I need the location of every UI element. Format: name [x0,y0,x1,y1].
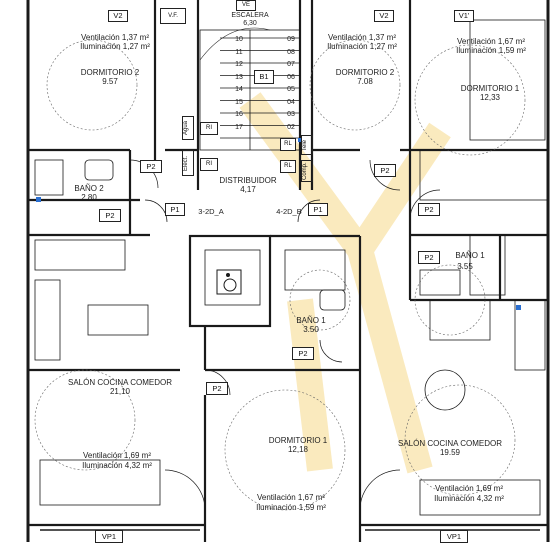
unit-right-label: 4-2D_B [276,207,302,216]
stair-step-number: 12 [235,61,243,68]
staircase [199,27,301,151]
agua-label: Agua [182,116,194,140]
dorm2a-name: DORMITORIO 2 [80,68,140,77]
exterior-walls [26,0,550,542]
salon-a-name: SALÓN COCINA COMEDOR [67,378,172,387]
salon-a-vent: Ventilación 1,69 m² [82,451,152,460]
bano2-area: 2.80 [81,193,97,202]
distribuidor-area: 4,17 [240,185,256,194]
rl-label-1: RL [280,138,296,151]
distribuidor-name: DISTRIBUIDOR [219,176,277,185]
bano1a-area: 3.50 [303,325,319,334]
comp-label: Comp. [301,160,313,182]
bano2-name: BAÑO 2 [74,184,104,193]
dorm2a-ilum: Iluminación 1,27 m² [80,42,150,51]
dorm1b-area: 12,33 [479,93,501,102]
stair-area: 6,30 [243,20,257,27]
dorm2a-vent: Ventilación 1,37 m² [80,33,150,42]
stair-step-number: 17 [235,123,243,131]
dorm2b-area: 7.08 [357,77,373,86]
salon-a-ilum: Iluminación 4,32 m² [82,461,152,470]
dorm2a-area: 9.57 [102,77,118,86]
furniture [34,19,549,516]
door-tag-p2-2: P2 [99,209,121,222]
dorm1b-name: DORMITORIO 1 [460,84,520,93]
window-tag-v2-1: V2 [108,10,128,22]
dorm1a-name: DORMITORIO 1 [268,436,328,445]
stair-step-number: 10 [235,36,243,43]
dorm1a-area: 12,18 [287,445,309,454]
elect-label: Elect. [182,150,194,176]
door-tag-p2-6: P2 [292,347,314,360]
door-swings [129,159,441,511]
door-tag-p2-7: P2 [206,382,228,395]
dorm1a-vent: Ventilación 1,67 m² [256,493,326,502]
window-tag-v1: V1' [454,10,474,22]
dorm1a-ilum: Iluminación 1,59 m² [256,503,326,512]
stair-step-number: 14 [235,86,243,93]
dorm1b-vent: Ventilación 1,67 m² [456,37,526,46]
wheelchair-icon [216,269,242,295]
stair-step-number: 03 [287,111,295,118]
window-tag-vp1-1: VP1 [95,530,123,543]
door-tag-p1-1: P1 [165,203,185,216]
dorm2b-name: DORMITORIO 2 [335,68,395,77]
stair-step-number: 15 [235,98,243,106]
bano1b-name: BAÑO 1 [455,251,485,260]
dorm2b-ilum: Iluminación 1,27 m² [327,42,397,51]
bano1b-area: 3.55 [457,262,473,271]
door-tag-p2-1: P2 [140,160,162,173]
stair-step-number: 06 [287,73,295,81]
bano1a-name: BAÑO 1 [296,316,326,325]
stair-title: ESCALERA [231,12,269,19]
stair-step-number: 07 [287,61,295,68]
stair-step-number: 08 [287,48,295,56]
stair-step-number: 05 [287,86,295,93]
rl-label-2: RL [280,160,296,173]
unit-left-label: 3-2D_A [198,207,224,216]
salon-b-vent: Ventilación 1,69 m² [434,484,504,493]
dorm1b-ilum: Iluminación 1,59 m² [456,46,526,55]
salon-b-area: 19.59 [439,448,461,457]
door-tag-p2-5: P2 [418,251,440,264]
window-tag-vp1-2: VP1 [440,530,468,543]
stair-step-number: 04 [287,98,295,106]
stair-step-number: 16 [235,111,243,118]
b1-label: B1 [254,70,274,84]
door-tag-p2-4: P2 [418,203,440,216]
electrical-markers [36,138,521,310]
window-tag-v2-2: V2 [374,10,394,22]
ri-label-2: RI [200,158,218,171]
accessibility-circles [34,39,526,511]
ri-label-1: RI [200,122,218,135]
door-tag-p1-2: P1 [308,203,328,216]
stair-step-number: 02 [287,123,295,131]
vf-label: V.F. [160,8,186,24]
door-tag-p2-3: P2 [374,164,396,177]
salon-a-area: 21,10 [109,387,131,396]
stair-step-number: 11 [235,48,243,56]
stair-step-number: 13 [235,73,243,81]
ve-label: VE [236,0,256,11]
salon-b-ilum: Iluminación 4,32 m² [434,494,504,503]
stair-step-number: 09 [287,36,295,43]
salon-b-name: SALÓN COCINA COMEDOR [397,439,502,448]
tele-label: Tele [301,135,313,155]
dorm2b-vent: Ventilación 1,37 m² [327,33,397,42]
